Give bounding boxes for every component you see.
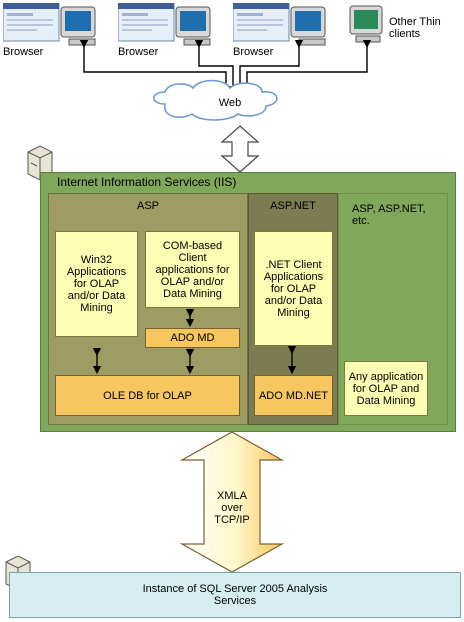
client-label: Browser: [233, 46, 274, 58]
asp-aspnet-etc-title: ASP, ASP.NET, etc.: [352, 203, 426, 227]
client-label: Browser: [3, 46, 44, 58]
xmla-label: XMLA over TCP/IP: [214, 490, 250, 526]
win32-apps-box: Win32 Applications for OLAP and/or Data …: [55, 231, 138, 337]
client-thin: Other Thin clients: [346, 3, 462, 63]
net-client-apps-box: .NET Client Applications for OLAP and/or…: [254, 231, 333, 346]
asp-title: ASP: [136, 200, 159, 212]
sql-server-instance-box: Instance of SQL Server 2005 Analysis Ser…: [9, 572, 461, 618]
client-browser-1: Browser: [3, 3, 103, 63]
web-label: Web: [218, 97, 242, 109]
iis-title: Internet Information Services (IIS): [57, 175, 237, 189]
ado-md-net-box: ADO MD.NET: [254, 375, 333, 416]
aspnet-title: ASP.NET: [270, 200, 316, 212]
client-browser-3: Browser: [233, 3, 333, 63]
client-label: Browser: [118, 46, 159, 58]
client-browser-2: Browser: [118, 3, 218, 63]
client-label: Other Thin clients: [389, 16, 441, 40]
com-client-apps-box: COM-based Client applications for OLAP a…: [145, 231, 240, 308]
ado-md-box: ADO MD: [145, 328, 240, 348]
thin-client-computer-icon: [349, 5, 383, 43]
oledb-olap-box: OLE DB for OLAP: [55, 375, 240, 416]
any-application-box: Any application for OLAP and Data Mining: [344, 361, 428, 416]
